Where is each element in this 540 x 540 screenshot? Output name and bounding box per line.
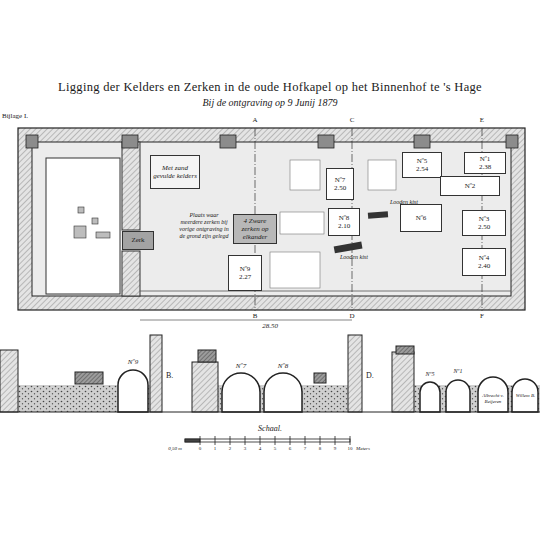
vault-box: Nº72.50 bbox=[326, 168, 354, 200]
section-lines bbox=[255, 128, 482, 311]
vault-box: Nº92.27 bbox=[228, 255, 262, 291]
outer-wall bbox=[18, 128, 525, 310]
scale-bar bbox=[185, 436, 350, 445]
vault-name: Nº7 bbox=[335, 176, 346, 184]
vault-box: Nº2 bbox=[440, 176, 500, 196]
small-stones bbox=[74, 207, 110, 238]
vault-depth: 2.50 bbox=[334, 184, 346, 192]
vault-depth: 2.54 bbox=[416, 165, 428, 173]
plan-label: B bbox=[249, 312, 261, 320]
lead-coffin bbox=[368, 211, 388, 218]
plan-label: 8 bbox=[314, 446, 326, 452]
vault-name: Nº1 bbox=[480, 155, 491, 163]
plan-label: E bbox=[476, 116, 488, 124]
vault-name: Nº4 bbox=[479, 254, 490, 262]
floor-slabs bbox=[270, 160, 396, 288]
vault-depth: 2.38 bbox=[479, 163, 491, 171]
vault-box: Nº12.38 bbox=[464, 152, 506, 174]
vault-name: Met zand gevulde kelders bbox=[153, 164, 197, 180]
plan-title: Ligging der Kelders en Zerken in de oude… bbox=[20, 80, 520, 94]
plan-label: Nº5 bbox=[418, 371, 442, 378]
lead-coffin bbox=[334, 242, 363, 254]
plan-label: Bij de ontgraving op 9 Junij 1879 bbox=[140, 97, 400, 109]
plan-label: 28.50 bbox=[250, 322, 290, 330]
plan-label: Meters bbox=[356, 446, 386, 452]
plan-label: Nº9 bbox=[120, 358, 146, 366]
plan-label: F bbox=[476, 312, 488, 320]
plan-label: 2 bbox=[224, 446, 236, 452]
vault-box: Zerk bbox=[122, 231, 154, 250]
vault-depth: 2.40 bbox=[478, 262, 490, 270]
vault-name: Nº9 bbox=[240, 265, 251, 273]
vault-box: Nº6 bbox=[400, 204, 442, 232]
plan-label: Looden kist bbox=[340, 254, 374, 261]
vault-name: Nº6 bbox=[416, 214, 427, 222]
vault-box: Nº82.10 bbox=[328, 208, 360, 236]
vault-name: Nº5 bbox=[417, 157, 428, 165]
vault-name: Nº8 bbox=[339, 214, 350, 222]
vault-name: Zerk bbox=[131, 236, 144, 244]
vault-depth: 2.50 bbox=[478, 223, 490, 231]
vault-box: Met zand gevulde kelders bbox=[150, 155, 200, 189]
inner-wall bbox=[122, 251, 140, 296]
buttresses bbox=[26, 135, 518, 148]
plan-label: 9 bbox=[329, 446, 341, 452]
plan-label: A bbox=[249, 116, 261, 124]
plan-label: Nº1 bbox=[446, 368, 470, 375]
plan-label: B. bbox=[166, 371, 182, 380]
plan-label: 3 bbox=[239, 446, 251, 452]
plan-label: Nº7 bbox=[226, 362, 256, 370]
plan-label: D. bbox=[366, 371, 382, 380]
plan-label: Looden kist bbox=[390, 199, 420, 206]
vault-box: Nº52.54 bbox=[402, 152, 442, 178]
plan-label: Plaats waar meerdere zerken bij vorige o… bbox=[178, 212, 230, 240]
plan-label: Albrecht v. Beijeren bbox=[479, 393, 507, 405]
plan-label: 6 bbox=[284, 446, 296, 452]
plan-label: 1 bbox=[209, 446, 221, 452]
plan-label: 7 bbox=[299, 446, 311, 452]
vault-depth: 2.27 bbox=[239, 273, 251, 281]
vault-name: 4 Zware zerken op elkander bbox=[236, 217, 274, 241]
plan-label: Nº8 bbox=[268, 362, 298, 370]
plan-label: Willem B. bbox=[513, 393, 538, 399]
vault-box: 4 Zware zerken op elkander bbox=[233, 214, 277, 244]
vault-name: Nº3 bbox=[479, 215, 490, 223]
plan-label: C bbox=[346, 116, 358, 124]
vault-box: Nº32.50 bbox=[462, 210, 506, 236]
vault-box: Nº42.40 bbox=[462, 248, 506, 276]
plan-label: Schaal. bbox=[240, 424, 300, 433]
dimension-line bbox=[140, 320, 352, 321]
side-room bbox=[46, 158, 120, 294]
plan-label: 10 bbox=[342, 446, 358, 452]
plan-label: D bbox=[346, 312, 358, 320]
plan-label: 0,50 m bbox=[160, 446, 190, 452]
plan-label: Bijlage I. bbox=[2, 112, 52, 120]
floor-edge bbox=[140, 291, 511, 292]
vault-name: Nº2 bbox=[465, 182, 476, 190]
plan-label: 5 bbox=[269, 446, 281, 452]
sections bbox=[0, 335, 540, 412]
chapel-floor bbox=[32, 142, 511, 296]
plan-label: 0 bbox=[194, 446, 206, 452]
vault-depth: 2.10 bbox=[338, 222, 350, 230]
plan-label: 4 bbox=[254, 446, 266, 452]
inner-wall bbox=[122, 142, 140, 230]
